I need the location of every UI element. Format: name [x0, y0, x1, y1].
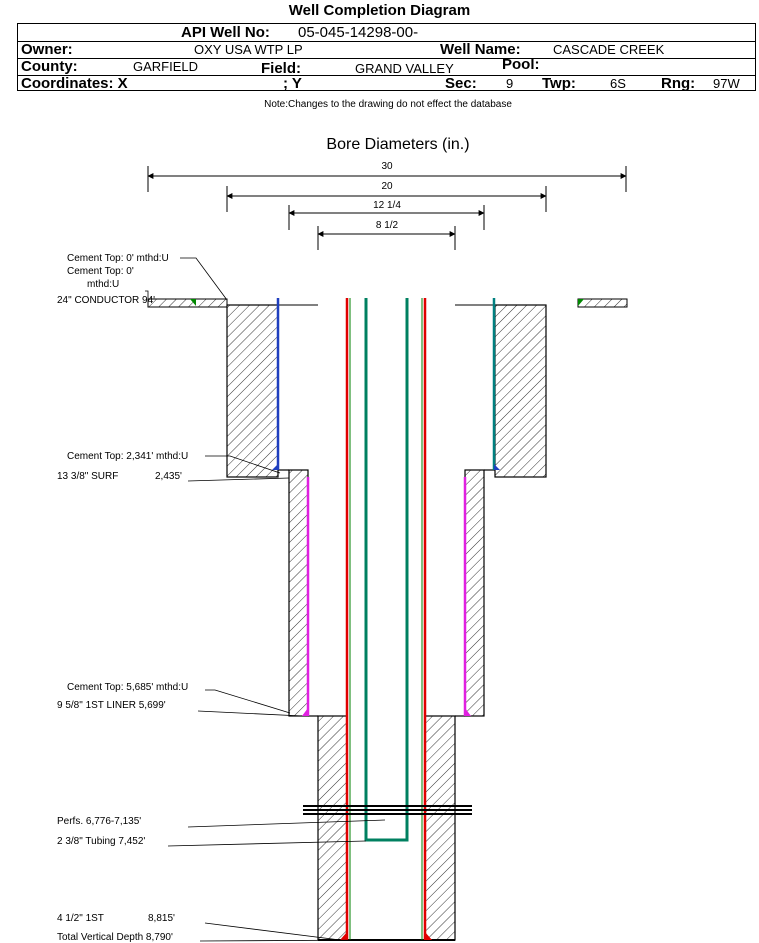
- liner-cement-right: [464, 469, 485, 717]
- county-label: County:: [21, 58, 78, 75]
- label-production-casing: 4 1/2" 1ST: [57, 913, 104, 924]
- prod-cement-right: [424, 715, 456, 941]
- database-note: Note:Changes to the drawing do not effec…: [264, 99, 512, 110]
- bore-label-8-1-2: 8 1/2: [376, 220, 399, 231]
- leader-lines: [145, 257, 386, 942]
- coord-y-label: ; Y: [283, 75, 302, 92]
- label-cement-top-0b: Cement Top: 0': [67, 266, 134, 277]
- perforations: [303, 805, 472, 815]
- twp-value: 6S: [610, 76, 626, 91]
- liner-cement-left: [288, 469, 309, 717]
- rng-value: 97W: [713, 76, 740, 91]
- tubing: [364, 298, 409, 842]
- api-value: 05-045-14298-00-: [298, 24, 419, 41]
- sec-value: 9: [506, 76, 514, 91]
- county-value: GARFIELD: [133, 59, 199, 74]
- label-liner: 9 5/8" 1ST LINER 5,699': [57, 700, 166, 711]
- label-cement-top-5685: Cement Top: 5,685' mthd:U: [67, 682, 188, 693]
- label-surface-casing: 13 3/8" SURF: [57, 471, 118, 482]
- conductor: [147, 298, 628, 308]
- label-perfs: Perfs. 6,776-7,135': [57, 816, 141, 827]
- twp-label: Twp:: [542, 75, 576, 92]
- label-conductor: 24" CONDUCTOR 94': [57, 295, 155, 306]
- api-label: API Well No:: [181, 24, 270, 41]
- county-row: County: GARFIELD Field: GRAND VALLEY Poo…: [18, 56, 755, 77]
- bore-label-30: 30: [381, 161, 393, 172]
- label-surface-depth: 2,435': [155, 471, 182, 482]
- rng-label: Rng:: [661, 75, 696, 92]
- bore-label-12-1-4: 12 1/4: [373, 200, 401, 211]
- cement-sections: [226, 304, 547, 941]
- field-value: GRAND VALLEY: [355, 61, 454, 76]
- label-mthd-u: mthd:U: [87, 279, 119, 290]
- owner-label: Owner:: [21, 41, 73, 58]
- well-name-label: Well Name:: [440, 41, 521, 58]
- label-total-vertical-depth: Total Vertical Depth 8,790': [57, 932, 173, 943]
- api-row: API Well No: 05-045-14298-00-: [18, 24, 755, 42]
- label-cement-top-0: Cement Top: 0' mthd:U: [67, 253, 169, 264]
- coord-x-label: Coordinates: X: [21, 75, 128, 92]
- bore-dimension-lines: [147, 166, 627, 250]
- pool-label: Pool:: [502, 56, 540, 73]
- label-tubing: 2 3/8" Tubing 7,452': [57, 836, 145, 847]
- field-label: Field:: [261, 60, 301, 77]
- surface-cement-left: [226, 304, 279, 478]
- page-title: Well Completion Diagram: [288, 2, 471, 19]
- coordinates-row: Coordinates: X ; Y Sec: 9 Twp: 6S Rng: 9…: [18, 75, 755, 92]
- prod-cement-left: [317, 715, 348, 941]
- owner-row: Owner: OXY USA WTP LP Well Name: CASCADE…: [18, 41, 755, 59]
- bore-label-20: 20: [381, 181, 393, 192]
- label-production-depth: 8,815': [148, 913, 175, 924]
- label-cement-top-2341: Cement Top: 2,341' mthd:U: [67, 451, 188, 462]
- well-header-table: API Well No: 05-045-14298-00- Owner: OXY…: [17, 23, 756, 92]
- surface-cement-right: [494, 304, 547, 478]
- owner-value: OXY USA WTP LP: [194, 42, 303, 57]
- well-name-value: CASCADE CREEK: [553, 42, 665, 57]
- bore-diameters-title: Bore Diameters (in.): [326, 136, 469, 153]
- sec-label: Sec:: [445, 75, 477, 92]
